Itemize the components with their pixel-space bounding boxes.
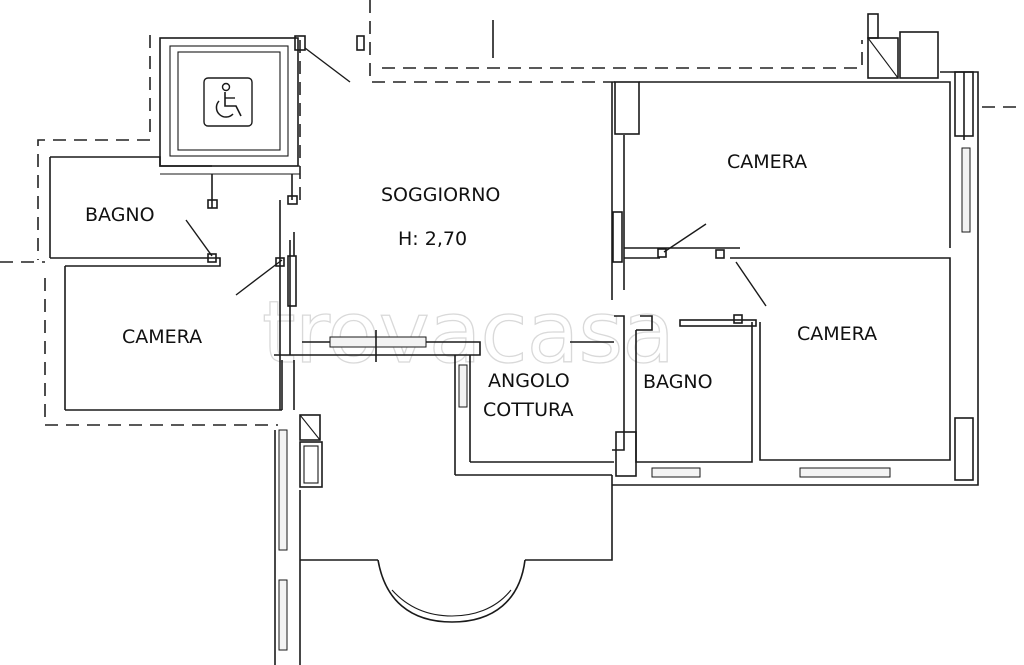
room-label-camera-right: CAMERA	[797, 323, 877, 345]
room-label-angolo: ANGOLO	[488, 370, 570, 392]
room-label-soggiorno: SOGGIORNO	[381, 184, 500, 206]
property-boundary	[0, 0, 1024, 426]
room-label-bagno-right: BAGNO	[643, 371, 713, 393]
room-label-camera-left: CAMERA	[122, 326, 202, 348]
watermark: trovacasa	[262, 283, 674, 383]
room-label-cottura: COTTURA	[483, 399, 573, 421]
ceiling-height: H: 2,70	[398, 228, 467, 250]
room-label-bagno-left: BAGNO	[85, 204, 155, 226]
room-label-camera-top-right: CAMERA	[727, 151, 807, 173]
wheelchair-icon	[203, 77, 253, 127]
walls	[49, 13, 979, 665]
lift-shaft	[159, 35, 351, 209]
doors	[185, 219, 767, 327]
